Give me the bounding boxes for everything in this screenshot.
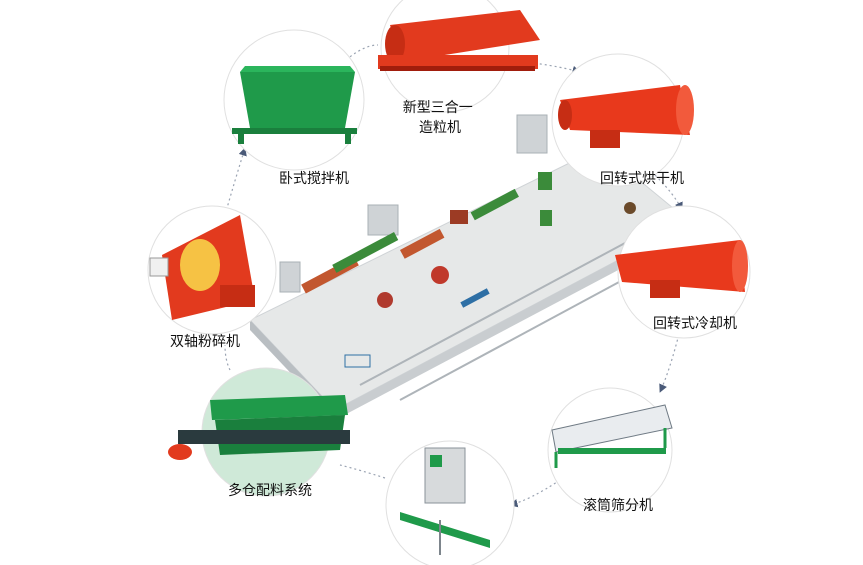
machine-label-dryer: 回转式烘干机	[600, 171, 684, 187]
dryer-node	[551, 53, 694, 187]
crusher-node	[147, 205, 277, 335]
connector-crusher-to-mixer	[224, 147, 247, 216]
cooler-node	[615, 205, 751, 339]
machine-label-batching: 多仓配料系统	[228, 482, 312, 499]
machine-label-crusher: 双轴粉碎机	[170, 334, 240, 350]
batching-system-icon	[168, 395, 350, 460]
horizontal-mixer-icon	[232, 66, 357, 144]
connector-screener-to-packer	[509, 479, 561, 508]
connector-cooler-to-screener	[659, 329, 681, 393]
triple-granulator-icon	[378, 10, 540, 71]
connector-packer-to-batching	[339, 464, 386, 479]
batching-node	[168, 367, 350, 497]
mixer-node	[223, 29, 365, 171]
packing-machine-icon	[400, 447, 490, 555]
machine-label-granulator: 新型三合一 造粒机	[403, 100, 477, 136]
machine-label-screener: 滚筒筛分机	[583, 497, 653, 514]
drum-screener-icon	[551, 404, 673, 468]
packer-node	[385, 440, 515, 565]
rotary-dryer-icon	[558, 85, 694, 148]
rotary-cooler-icon	[615, 240, 748, 298]
machine-label-granulator-line-1: 新型三合一	[403, 100, 473, 116]
granulator-node	[378, 0, 540, 113]
screener-node	[547, 387, 673, 513]
machine-label-cooler: 回转式冷却机	[653, 316, 737, 332]
machine-label-mixer: 卧式搅拌机	[279, 171, 349, 187]
connector-batching-to-crusher	[224, 344, 231, 371]
platform-machines	[301, 172, 636, 368]
factory-platform	[249, 114, 691, 420]
double-shaft-crusher-icon	[149, 215, 255, 320]
machine-label-granulator-line-2: 造粒机	[419, 120, 461, 136]
